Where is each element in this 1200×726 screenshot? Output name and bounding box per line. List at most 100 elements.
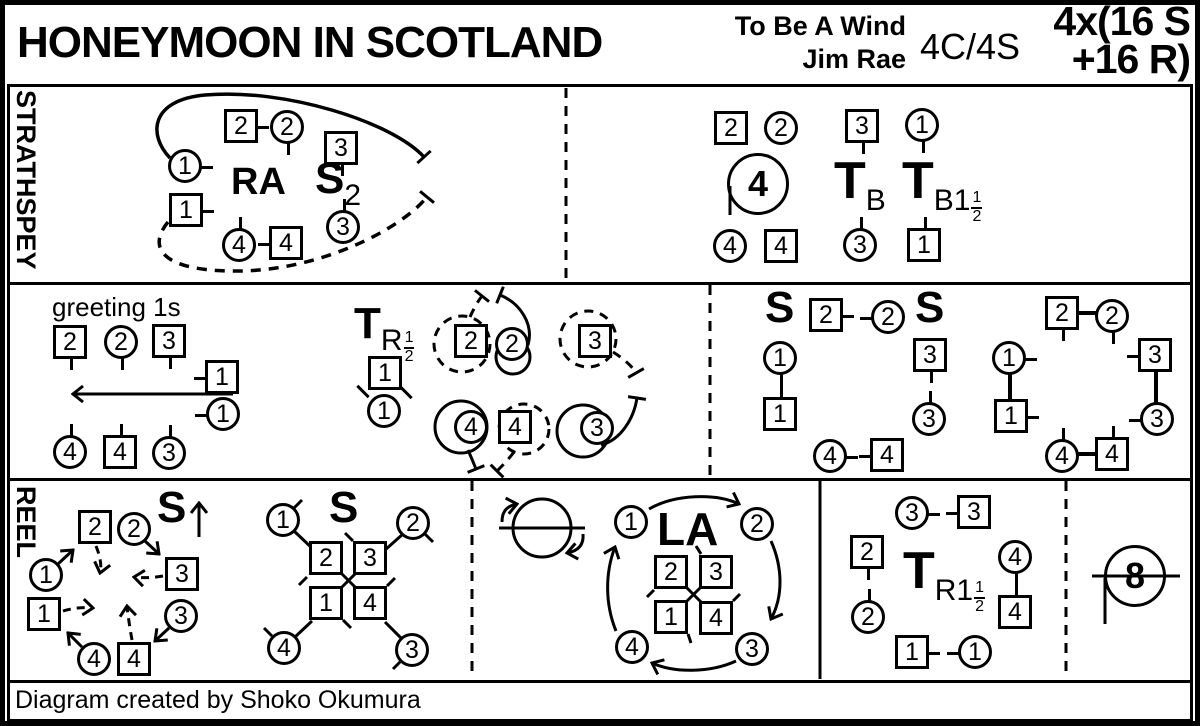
facing-tick <box>947 652 961 655</box>
hand-join-bar <box>1077 311 1097 315</box>
woman-circle-2: 2 <box>851 589 885 634</box>
hand-join-bar <box>1078 452 1096 456</box>
woman-circle-2: 2 <box>1095 299 1129 344</box>
facing-tick <box>860 217 863 231</box>
man-square-3: 3 <box>946 495 991 529</box>
arrow-sq2-dashed <box>96 545 101 573</box>
facing-tick <box>868 589 871 603</box>
woman-circle-3: 3 <box>395 633 429 667</box>
woman-circle-1: 1 <box>195 397 240 431</box>
section-label-strathspey: STRATHSPEY <box>11 90 41 270</box>
man-square-2: 2 <box>809 298 854 332</box>
facing-tick <box>1112 426 1115 440</box>
figure-label-allemande: LA <box>657 503 719 555</box>
facing-tick <box>929 391 932 405</box>
reel-loop-dashed-sq4 <box>497 402 551 456</box>
facing-tick <box>1015 584 1018 598</box>
facing-tick <box>169 355 172 369</box>
woman-circle-1: 1 <box>763 341 797 386</box>
reel-tail-solid-right <box>600 395 647 447</box>
facing-tick <box>343 199 346 213</box>
man-square-4: 4 <box>498 410 532 444</box>
reel-tail-solid-up <box>495 286 531 346</box>
man-square-1: 1 <box>169 193 214 227</box>
facing-tick <box>780 386 783 400</box>
footer-box <box>7 680 1193 722</box>
hands-round-4: 4 <box>727 153 789 215</box>
woman-circle-4: 4 <box>267 631 301 665</box>
woman-circle-1: 1 <box>992 341 1037 375</box>
woman-circle-4: 4 <box>77 642 111 676</box>
reel-tail-solid-down <box>466 449 485 474</box>
facing-tick <box>70 356 73 370</box>
repeat-structure: 4x(16 S +16 R) <box>1000 1 1191 82</box>
woman-circle-2: 2 <box>860 300 905 334</box>
facing-tick <box>1127 355 1141 358</box>
figure-label-set-2: S2 <box>315 154 362 213</box>
repeat-line-2: +16 R) <box>1071 36 1191 82</box>
woman-circle-1: 1 <box>905 108 939 153</box>
man-square-1: 1 <box>194 360 239 394</box>
man-square-1: 1 <box>763 386 797 431</box>
woman-circle-4: 4 <box>454 410 488 444</box>
woman-circle-1: 1 <box>266 503 300 537</box>
reel-loop-dashed-sq3 <box>558 309 618 369</box>
allemande-arcs <box>608 497 780 671</box>
man-square-2: 2 <box>454 324 488 358</box>
credit-text: Diagram created by Shoko Okumura <box>15 686 421 714</box>
man-square-2: 2 <box>654 555 688 589</box>
man-square-4: 4 <box>117 642 151 676</box>
facing-tick <box>1025 416 1039 419</box>
woman-circle-2: 2 <box>270 110 304 155</box>
woman-circle-2: 2 <box>495 327 529 361</box>
woman-circle-2: 2 <box>764 111 798 145</box>
woman-circle-3: 3 <box>164 599 198 633</box>
facing-tick <box>287 141 290 155</box>
facing-tick <box>922 139 925 153</box>
woman-circle-2: 2 <box>740 507 774 541</box>
woman-circle-2: 2 <box>117 512 151 546</box>
man-square-4: 4 <box>103 424 137 469</box>
woman-circle-3: 3 <box>326 199 360 244</box>
woman-circle-3: 3 <box>895 496 940 530</box>
man-square-1: 1 <box>27 597 61 631</box>
facing-tick <box>70 424 73 438</box>
facing-tick <box>1112 330 1115 344</box>
woman-circle-4: 4 <box>998 540 1032 585</box>
man-square-4: 4 <box>859 438 904 472</box>
man-square-3: 3 <box>353 541 387 575</box>
page-title: HONEYMOON IN SCOTLAND <box>17 18 603 67</box>
facing-tick <box>195 414 209 417</box>
man-square-2: 2 <box>309 541 343 575</box>
woman-circle-1: 1 <box>947 635 992 669</box>
man-square-4: 4 <box>353 586 387 620</box>
reel-tail-dashed-right <box>612 350 645 379</box>
figure-label-set-cross: S <box>329 483 359 532</box>
reel-tail-dashed-down <box>489 451 516 479</box>
woman-circle-4: 4 <box>222 217 256 262</box>
woman-circle-4: 4 <box>53 424 87 469</box>
facing-tick <box>862 140 865 154</box>
tune-name: To Be A Wind <box>734 11 906 41</box>
woman-circle-4: 4 <box>615 630 649 664</box>
woman-circle-3: 3 <box>580 411 614 445</box>
man-square-1: 1 <box>994 399 1039 433</box>
woman-circle-1: 1 <box>29 558 63 592</box>
woman-circle-3: 3 <box>735 632 769 666</box>
man-square-2: 2 <box>53 325 87 370</box>
facing-tick <box>239 217 242 231</box>
man-square-3: 3 <box>913 338 947 383</box>
woman-circle-2: 2 <box>104 325 138 370</box>
section-label-reel: REEL <box>11 486 41 559</box>
facing-tick <box>867 566 870 580</box>
facing-tick <box>1062 428 1065 442</box>
figure-label-turn-both-hands: TB <box>834 152 886 217</box>
facing-tick <box>341 162 344 176</box>
arrow-sq3-dashed <box>134 576 164 578</box>
set-format: 4C/4S <box>920 26 1021 67</box>
man-square-2: 2 <box>1045 296 1079 341</box>
man-square-4: 4 <box>764 229 798 263</box>
facing-tick <box>926 652 940 655</box>
